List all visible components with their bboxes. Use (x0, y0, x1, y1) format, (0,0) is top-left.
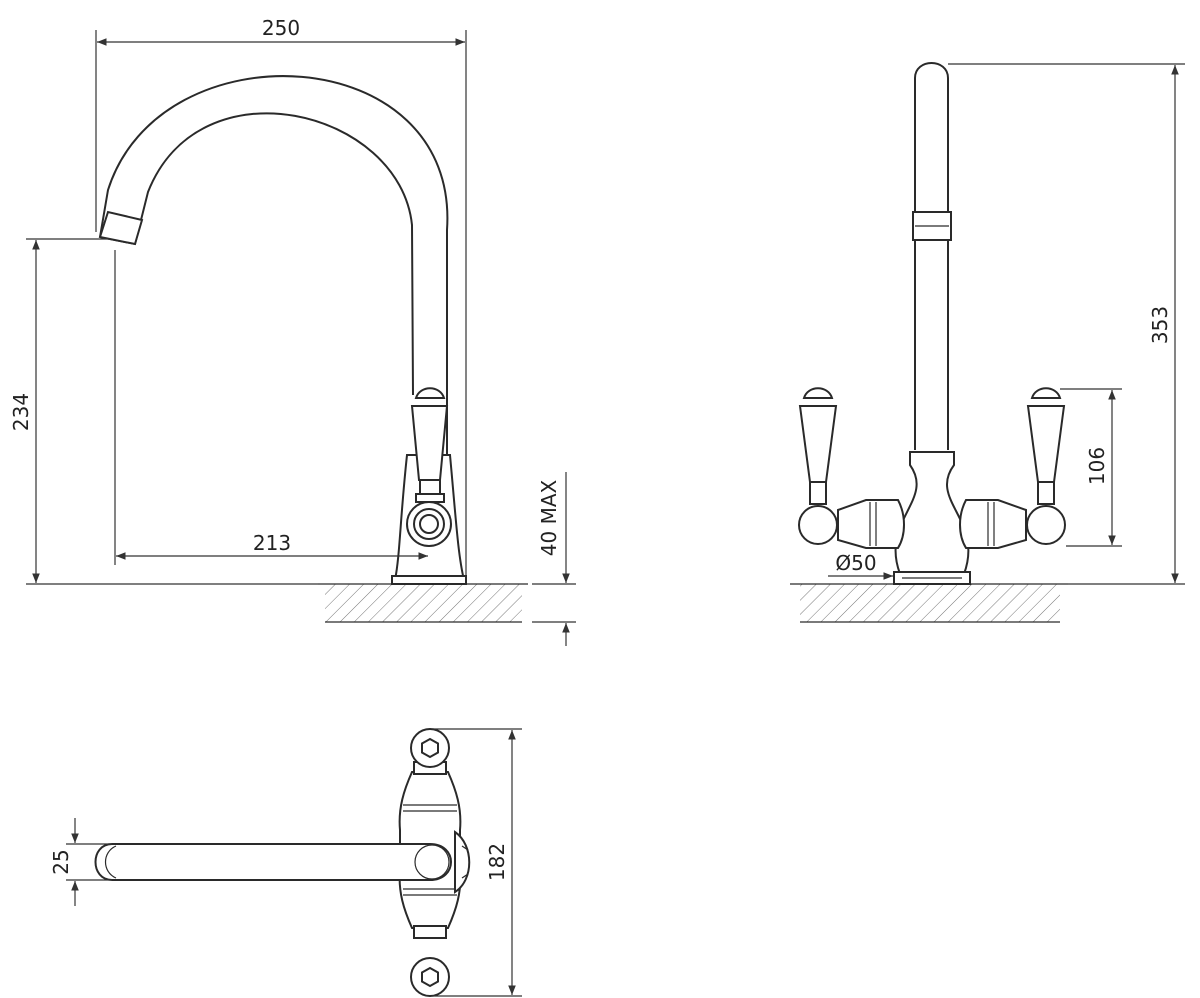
dim-40-max: 40 MAX (532, 472, 576, 646)
dim-250: 250 (95, 16, 467, 580)
front-body (893, 451, 971, 585)
front-deck (790, 583, 1068, 623)
dim-234: 234 (9, 238, 318, 585)
side-view: 250 234 213 40 MAX (9, 16, 576, 646)
dim-213: 213 (114, 250, 428, 565)
top-handle-end-lower (410, 957, 450, 997)
dim-label-182: 182 (485, 843, 509, 881)
top-spout (94, 843, 452, 881)
front-right-handle (959, 387, 1066, 549)
top-handle-end-upper (410, 728, 450, 768)
dim-25: 25 (49, 818, 112, 906)
dim-label-25: 25 (49, 849, 73, 874)
top-view: 25 182 (49, 728, 522, 997)
dim-o50: Ø50 (828, 551, 893, 580)
side-body (391, 387, 467, 585)
dim-353: 353 (948, 63, 1185, 585)
dim-label-o50: Ø50 (835, 551, 876, 575)
dim-182: 182 (432, 728, 522, 997)
dim-label-353: 353 (1148, 306, 1172, 344)
front-spout (912, 62, 952, 450)
dim-label-106: 106 (1085, 447, 1109, 485)
side-spout (98, 75, 449, 560)
dim-106: 106 (1060, 388, 1122, 547)
side-deck (318, 583, 528, 623)
dim-label-250: 250 (262, 16, 300, 40)
dim-label-234: 234 (9, 393, 33, 431)
dim-label-213: 213 (253, 531, 291, 555)
front-view: 353 106 Ø50 (790, 62, 1185, 623)
front-left-handle (798, 387, 905, 549)
dim-label-40-max: 40 MAX (537, 479, 561, 556)
